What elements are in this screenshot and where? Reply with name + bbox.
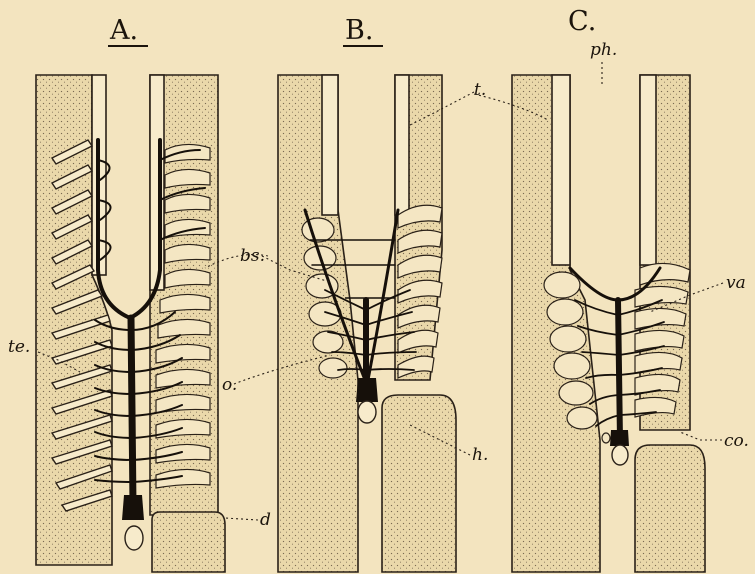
panel-a <box>36 75 225 572</box>
panel-a-bottom-block <box>152 512 225 572</box>
panel-b-left-lining <box>322 75 338 215</box>
label-d: d <box>260 510 271 530</box>
panel-b <box>278 75 456 572</box>
label-t: t. <box>474 80 486 100</box>
panel-c <box>512 75 705 572</box>
label-va: va <box>726 273 746 293</box>
panel-titles: A. B. C. <box>108 6 596 46</box>
label-h: h. <box>472 445 488 465</box>
panel-a-heart-sinus <box>125 526 143 550</box>
panel-title-c: C. <box>568 6 596 37</box>
panel-c-right-lining <box>640 75 656 265</box>
label-co: co. <box>724 431 749 451</box>
panel-title-b: B. <box>345 15 373 46</box>
panel-c-bottom-block <box>635 445 705 572</box>
panel-c-heart-sinus <box>612 445 628 465</box>
label-o: o. <box>222 375 237 395</box>
panel-b-heart-sinus <box>358 401 376 423</box>
panel-a-heart <box>122 495 144 520</box>
label-te: te. <box>8 337 30 357</box>
panel-b-right-lining <box>395 75 409 215</box>
panel-b-heart <box>356 378 378 402</box>
label-ph: ph. <box>590 40 617 60</box>
label-bs: bs. <box>240 246 265 266</box>
panel-title-a: A. <box>109 15 138 46</box>
panel-b-bottom-block <box>382 395 456 572</box>
panel-c-left-lining <box>552 75 570 265</box>
panel-c-heart <box>610 430 629 446</box>
